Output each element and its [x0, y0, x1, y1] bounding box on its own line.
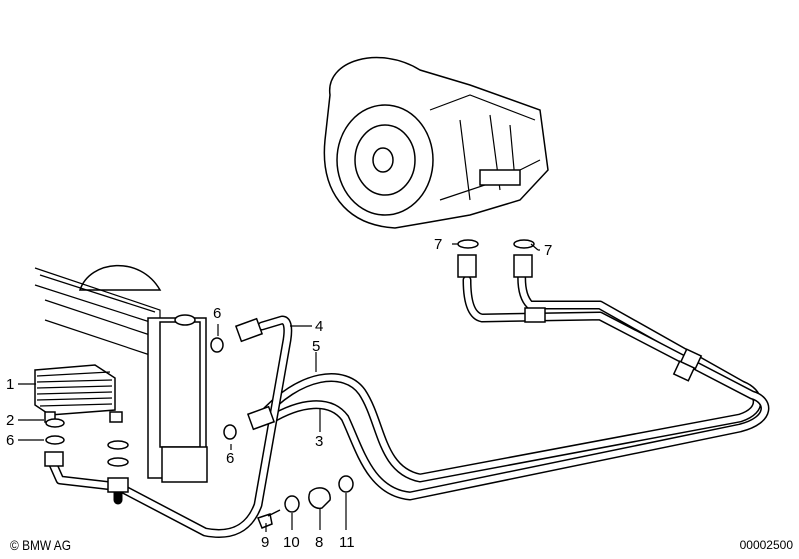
callout-seal-top: 6 — [213, 305, 221, 322]
callouts: 1 2 6 6 4 5 3 6 7 7 9 10 8 11 — [6, 236, 552, 551]
pipes — [47, 265, 770, 538]
callout-pipe-5: 5 — [312, 338, 320, 355]
callout-pipe-4: 4 — [315, 318, 323, 335]
callout-seal-trans-right: 7 — [544, 242, 552, 259]
callout-washer: 10 — [283, 534, 300, 551]
leader-lines — [18, 243, 540, 532]
callout-oil-cooler: 1 — [6, 376, 14, 393]
fittings — [44, 254, 703, 493]
transmission — [323, 56, 549, 229]
callout-seal-left: 6 — [6, 432, 14, 449]
oil-cooler — [34, 364, 123, 423]
callout-pipe-3: 3 — [315, 433, 323, 450]
small-parts — [45, 239, 535, 529]
callout-bolt: 9 — [261, 534, 269, 551]
radiator — [34, 264, 208, 483]
callout-clamp: 8 — [315, 534, 323, 551]
copyright-text: © BMW AG — [10, 537, 72, 553]
callout-washer-left: 2 — [6, 412, 14, 429]
image-number: 00002500 — [739, 538, 793, 552]
callout-seal-trans-left: 7 — [434, 236, 442, 253]
callout-bush: 11 — [339, 534, 355, 551]
callout-seal-mid: 6 — [226, 450, 234, 467]
